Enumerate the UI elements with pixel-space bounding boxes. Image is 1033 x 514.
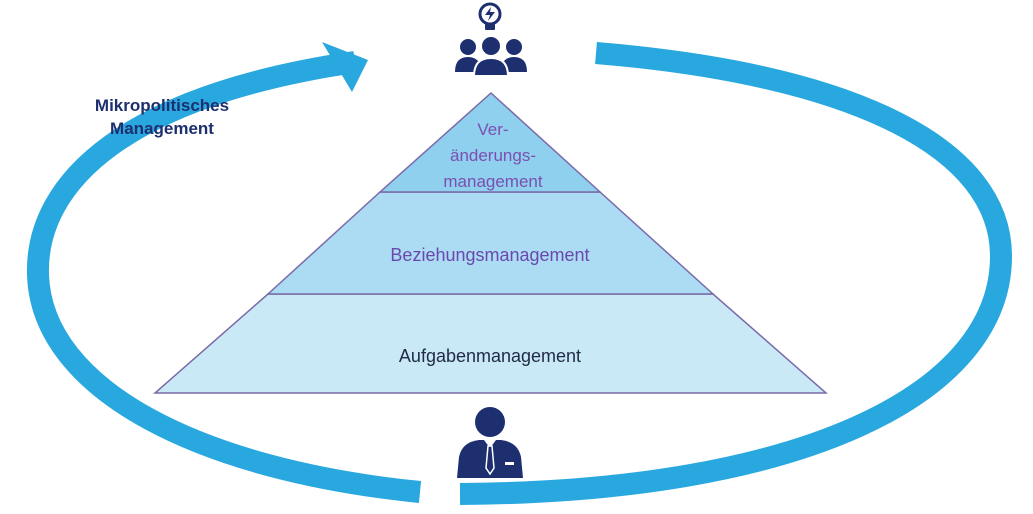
cycle-arrow-left-arc xyxy=(26,51,422,503)
cycle-arrow-right-arc xyxy=(459,42,1013,505)
cycle-arrowhead xyxy=(322,42,368,92)
top-tier-line3: management xyxy=(443,172,543,191)
bottom-tier-label: Aufgabenmanagement xyxy=(399,346,581,366)
manager-person-icon xyxy=(457,407,523,478)
team-with-idea-bulb-icon xyxy=(455,2,527,77)
pyramid-bottom-tier xyxy=(153,293,828,394)
top-tier-line2: änderungs- xyxy=(450,146,536,165)
pyramid-middle-tier xyxy=(266,191,715,295)
side-label: Mikropolitisches Management xyxy=(62,94,262,140)
side-label-line1: Mikropolitisches xyxy=(94,96,230,115)
middle-tier-label: Beziehungsmanagement xyxy=(390,245,589,265)
pyramid-top-tier xyxy=(378,91,602,193)
top-tier-line1: Ver- xyxy=(477,120,508,139)
side-label-line2: Management xyxy=(110,119,214,138)
